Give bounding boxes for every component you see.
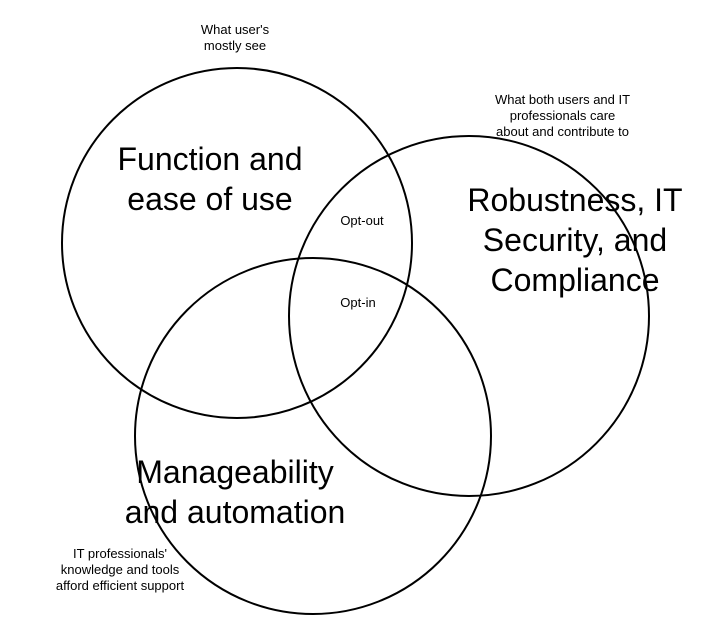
manageability-circle <box>134 257 492 615</box>
robustness-label: Robustness, IT Security, and Compliance <box>467 182 683 298</box>
opt-out-label: Opt-out <box>340 213 384 228</box>
function-label: Function and ease of use <box>117 141 303 217</box>
manageability-label: Manageability and automation <box>124 454 346 530</box>
opt-in-label: Opt-in <box>340 295 376 310</box>
function-circle <box>61 67 413 419</box>
robustness-circle <box>288 135 650 497</box>
both-care-note: What both users and IT professionals car… <box>494 92 631 139</box>
users-see-note: What user's mostly see <box>200 22 270 53</box>
it-support-note: IT professionals' knowledge and tools af… <box>55 546 185 593</box>
